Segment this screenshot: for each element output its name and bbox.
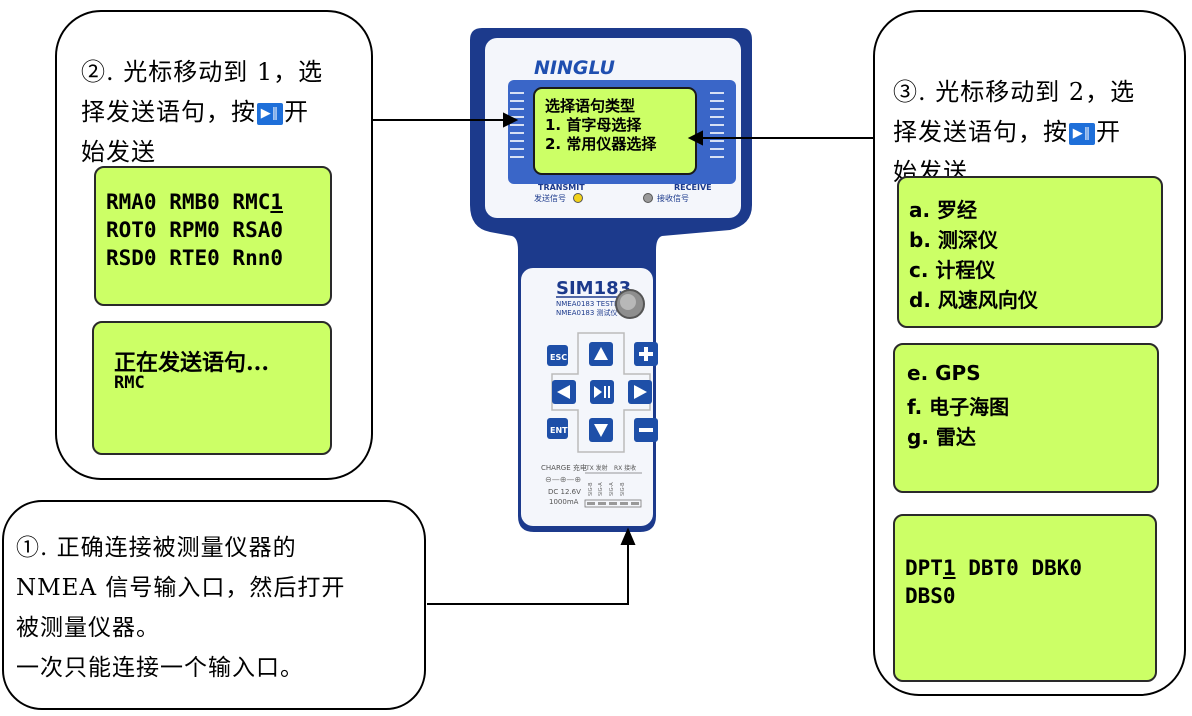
bezel-stripes [510, 92, 724, 158]
lcd-sending-status: 正在发送语句... RMC [92, 321, 332, 455]
step2-text: ②. 光标移动到 1，选 择发送语句，按▶‖开 始发送 [81, 52, 371, 172]
signal-terminals: SIG-B SIG-A SIG-A SIG-B [588, 482, 626, 496]
lcd-sending-title: 正在发送语句... [114, 350, 269, 376]
lcd-instrument-list-2: e. GPS f. 电子海图 g. 雷达 [893, 343, 1159, 493]
terminal-block [584, 499, 642, 508]
lcd-row-1: RMA0 RMB0 RMC1 [106, 190, 284, 214]
terminal-slots [587, 502, 639, 505]
pointer-arrows [372, 112, 874, 605]
lcd-sending-value: RMC [114, 373, 145, 393]
transmit-led-icon [573, 193, 583, 203]
transmit-label: TRANSMIT [538, 183, 585, 192]
step1-line3: 被测量仪器。 [16, 615, 160, 641]
cursor-mark: 1 [942, 556, 956, 580]
keypad-cross [551, 332, 651, 453]
play-pause-icon: ▶‖ [257, 102, 283, 125]
list-item: a. 罗经 [909, 198, 978, 222]
device-screen [533, 87, 697, 175]
arrow-step2-head [503, 112, 519, 128]
receive-label: RECEIVE [674, 183, 712, 192]
step2-line1: ②. 光标移动到 1，选 [81, 58, 324, 86]
step3-line2: 择发送语句，按▶‖开 [893, 118, 1121, 146]
list-item: d. 风速风向仪 [909, 288, 1038, 312]
ma-label: 1000mA [549, 498, 579, 506]
list-item: g. 雷达 [907, 425, 976, 449]
play-pause-icon: ▶‖ [1069, 122, 1095, 145]
device-brand: NINGLU [534, 57, 616, 79]
step2-line2: 择发送语句，按▶‖开 [81, 98, 309, 126]
model-sub-1: NMEA0183 TESTER [556, 300, 623, 308]
receive-cn: 接收信号 [657, 193, 689, 203]
step1-line2: NMEA 信号输入口，然后打开 [16, 575, 346, 601]
ent-key [547, 418, 568, 439]
lcd-row-2: DBS0 [905, 584, 956, 608]
dc-label: DC 12.6V [548, 488, 581, 496]
ent-key-label: ENT [550, 426, 568, 435]
lcd-sentence-select: RMA0 RMB0 RMC1 ROT0 RPM0 RSA0 RSD0 RTE0 … [94, 166, 332, 306]
tx-label: TX 发射 [585, 464, 608, 472]
step3-line1: ③. 光标移动到 2，选 [893, 78, 1136, 106]
cursor-mark: 1 [270, 190, 284, 214]
list-item: c. 计程仪 [909, 258, 996, 282]
up-arrow-icon [594, 347, 608, 360]
list-item: b. 测深仪 [909, 228, 998, 252]
esc-key-label: ESC [550, 353, 567, 362]
screen-line-2: 1. 首字母选择 [545, 116, 642, 134]
receive-led-icon [643, 193, 653, 203]
model-name: SIM183 [556, 278, 631, 299]
esc-key [547, 345, 568, 366]
transmit-cn: 发送信号 [534, 193, 566, 203]
lcd-instrument-list-1: a. 罗经 b. 测深仪 c. 计程仪 d. 风速风向仪 [897, 176, 1163, 328]
screen-line-1: 选择语句类型 [545, 97, 635, 115]
step2-line3: 始发送 [81, 138, 156, 166]
arrow-step1 [427, 544, 629, 605]
lcd-row-1: DPT1 DBT0 DBK0 [905, 556, 1083, 580]
charge-label: CHARGE 充电 [541, 463, 587, 472]
list-item: e. GPS [907, 361, 981, 385]
list-item: f. 电子海图 [907, 395, 1010, 419]
lcd-depth-sentences: DPT1 DBT0 DBK0 DBS0 [893, 514, 1157, 682]
step1-line4: 一次只能连接一个输入口。 [16, 655, 304, 681]
right-arrow-icon [634, 385, 647, 399]
step1-text: ①. 正确连接被测量仪器的 NMEA 信号输入口，然后打开 被测量仪器。 一次只… [16, 528, 426, 688]
screen-line-3: 2. 常用仪器选择 [545, 135, 657, 153]
left-arrow-icon [557, 385, 570, 399]
step1-line1: ①. 正确连接被测量仪器的 [16, 535, 297, 561]
lcd-row-3: RSD0 RTE0 Rnn0 [106, 246, 284, 270]
play-pause-icon [594, 386, 610, 398]
sig-b-rx: SIG-B [620, 482, 626, 496]
sig-a-rx: SIG-A [609, 482, 615, 496]
lcd-row-2: ROT0 RPM0 RSA0 [106, 218, 284, 242]
dc-connector-icon: ⊖—⊕—⊕ [545, 475, 581, 484]
sig-b-tx: SIG-B [588, 482, 594, 496]
arrow-step1-head [620, 527, 636, 545]
rx-label: RX 接收 [614, 464, 636, 472]
step1-callout: ①. 正确连接被测量仪器的 NMEA 信号输入口，然后打开 被测量仪器。 一次只… [2, 500, 426, 710]
plus-icon [639, 347, 653, 361]
minus-icon [639, 428, 653, 432]
sig-a-tx: SIG-A [598, 482, 604, 496]
knob-highlight [620, 294, 636, 310]
arrow-step3-head [687, 130, 703, 146]
model-sub-2: NMEA0183 测试仪 [556, 308, 618, 317]
down-arrow-icon [594, 424, 608, 437]
